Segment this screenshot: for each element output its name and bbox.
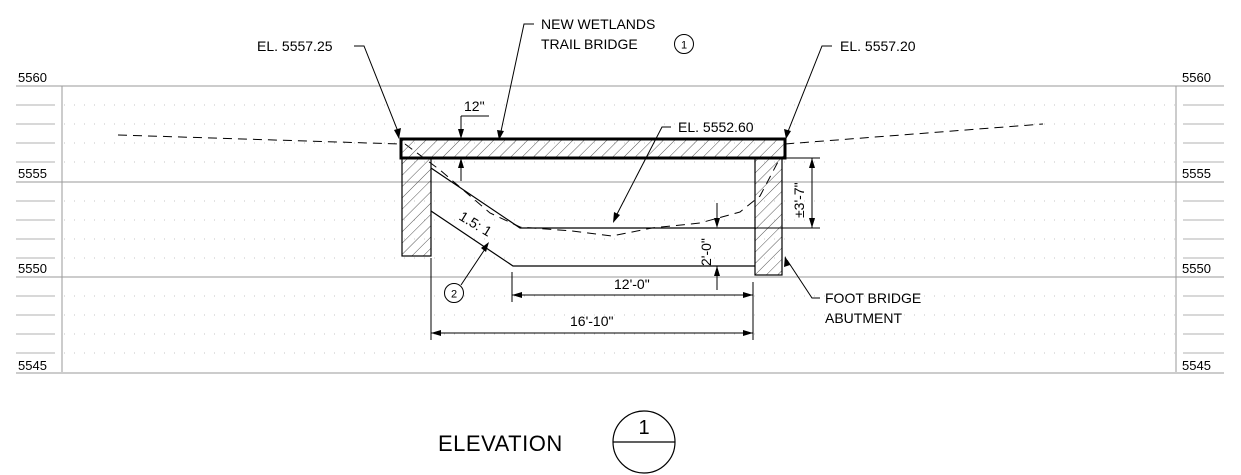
left-minor-ticks: [16, 104, 55, 354]
abutment-label-line1: FOOT BRIDGE: [825, 290, 921, 306]
section-detail-tag: 2: [444, 283, 464, 303]
bridge-title-line2: TRAIL BRIDGE: [541, 36, 638, 52]
elevation-label: 5560: [18, 70, 47, 85]
leader-el-center: [614, 126, 671, 219]
elevation-label: 5560: [1182, 70, 1211, 85]
right-abutment: [754, 157, 783, 276]
dimension-channel-width: [511, 272, 754, 302]
right-height-dimension: ±3'-7": [791, 182, 807, 218]
drawing-title: ELEVATION: [438, 431, 563, 456]
bridge-deck: [399, 137, 787, 160]
abutment-label-line2: ABUTMENT: [825, 310, 902, 326]
elevation-label: 5550: [18, 261, 47, 276]
elevation-scale-left: 5560 5555 5550 5545: [18, 70, 47, 373]
existing-grade-line: [117, 134, 401, 145]
overall-width-dimension: 16'-10": [570, 313, 613, 329]
channel-depth-dimension: 2'-0": [698, 238, 714, 266]
elevation-scale-right: 5560 5555 5550 5545: [1182, 70, 1211, 373]
el-right-label: EL. 5557.20: [840, 38, 916, 54]
leader-el-right: [786, 45, 832, 135]
el-left-label: EL. 5557.25: [257, 38, 333, 54]
left-abutment: [401, 157, 432, 257]
bridge-detail-tag: 1: [674, 34, 694, 54]
elevation-label: 5545: [1182, 358, 1211, 373]
leader-bridge-title: [499, 23, 534, 137]
right-minor-ticks: [1183, 104, 1224, 354]
bridge-title-line1: NEW WETLANDS: [541, 16, 655, 32]
elevation-label: 5555: [18, 166, 47, 181]
el-center-label: EL. 5552.60: [678, 119, 754, 135]
elevation-label: 5555: [1182, 166, 1211, 181]
elevation-label: 5545: [18, 358, 47, 373]
leader-el-left: [354, 45, 400, 135]
drawing-number-tag: 1: [612, 410, 676, 474]
leader-section-tag: [460, 245, 488, 286]
section-detail-tag-number: 2: [451, 289, 457, 301]
dimension-channel-depth: [714, 203, 720, 290]
leader-abutment: [786, 259, 820, 299]
channel-width-dimension: 12'-0": [614, 276, 650, 292]
elevation-grid: [16, 85, 1224, 374]
deck-depth-dimension: 12": [464, 98, 485, 114]
bridge-detail-tag-number: 1: [681, 40, 687, 52]
elevation-label: 5550: [1182, 261, 1211, 276]
proposed-channel-top: [430, 167, 755, 229]
proposed-channel-bottom: [430, 210, 755, 267]
existing-grade-line: [784, 123, 1044, 145]
dimension-right-height: [755, 157, 820, 229]
dimension-deck-depth: [458, 115, 489, 181]
drawing-number: 1: [638, 417, 649, 439]
